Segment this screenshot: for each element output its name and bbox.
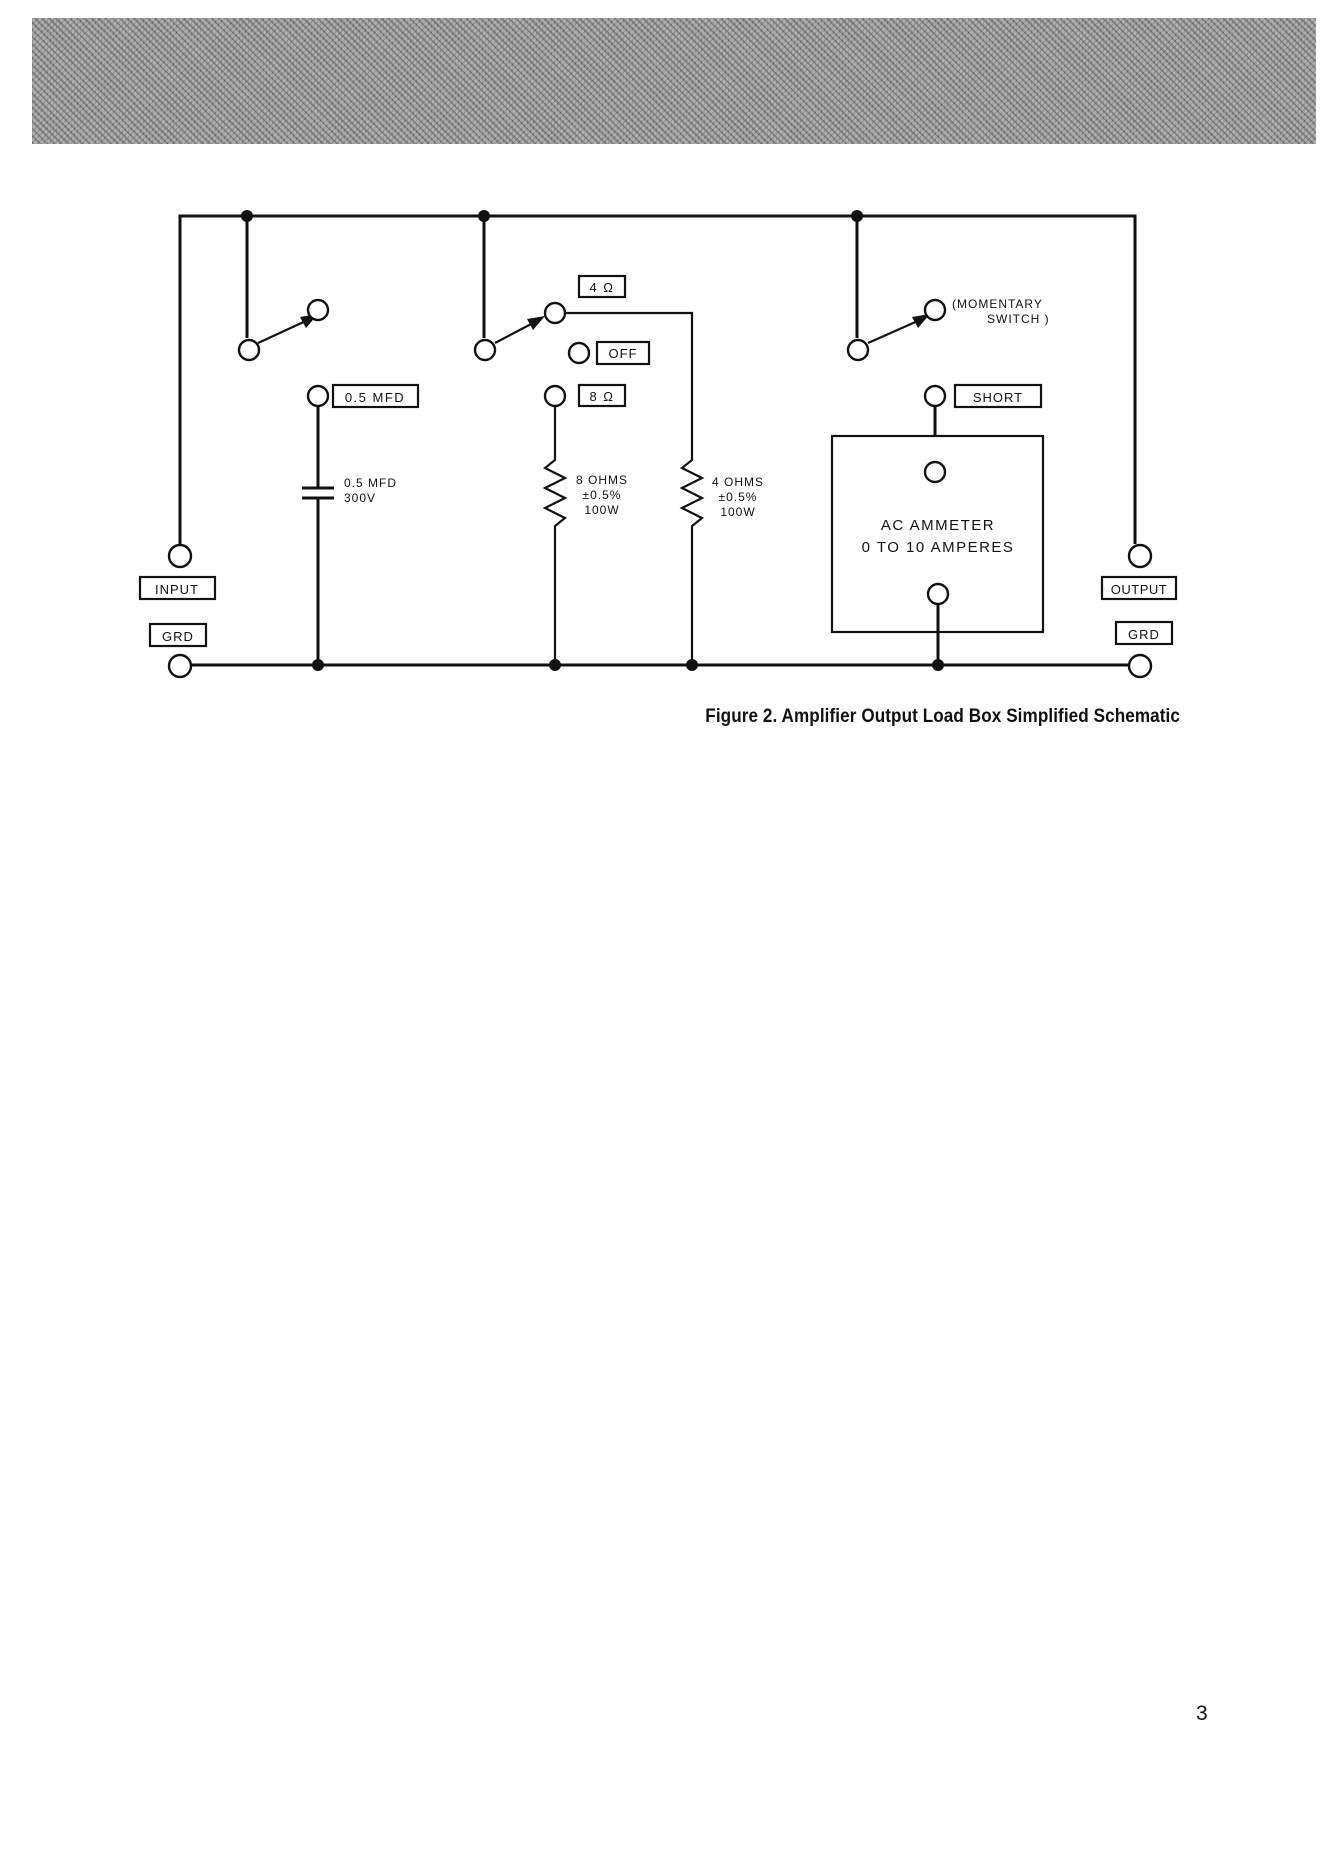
label-momentary-line-2: SWITCH ) [987,312,1050,326]
switch-load-select [473,216,567,362]
label-input: INPUT [155,582,199,597]
label-capacitor-value-2: 300V [344,491,376,505]
label-output: OUTPUT [1111,582,1167,597]
page-number: 3 [1196,1702,1208,1725]
capacitor-branch [302,384,334,665]
label-cap-tap: 0.5 MFD [345,390,405,405]
label-ammeter-line-2: 0 TO 10 AMPERES [862,539,1015,556]
label-4-ohm-tap: 4 Ω [589,280,614,295]
label-8-ohm-tap: 8 Ω [589,389,614,404]
label-short: SHORT [973,390,1023,405]
input-terminal [167,543,193,569]
label-ground-left: GRD [162,629,194,644]
resistor-8-ohm-branch [542,384,568,665]
label-r4-line-2: ±0.5% [719,490,758,504]
label-r4-line-3: 100W [720,505,755,519]
label-momentary-line-1: (MOMENTARY [952,297,1043,311]
ammeter-branch [830,384,1045,665]
header-band [32,18,1316,144]
switch-capacitor [237,216,330,362]
label-r8-line-2: ±0.5% [583,488,622,502]
schematic-diagram: 0.5 MFD 4 Ω OFF 8 Ω SHORT INPUT OUTPUT G… [138,210,1178,679]
label-off-tap: OFF [609,346,638,361]
input-ground-terminal [167,653,193,679]
top-rail-wire [178,214,1137,544]
resistor-4-ohm-branch [565,311,705,665]
label-r8-line-3: 100W [584,503,619,517]
label-r8-line-1: 8 OHMS [576,473,628,487]
label-ground-right: GRD [1128,627,1160,642]
figure-caption: Figure 2. Amplifier Output Load Box Simp… [705,706,1180,727]
label-r4-line-1: 4 OHMS [712,475,764,489]
off-terminal [567,341,591,365]
switch-momentary [846,216,947,362]
output-terminal [1127,543,1153,569]
output-ground-terminal [1127,653,1153,679]
label-capacitor-value-1: 0.5 MFD [344,476,397,490]
label-ammeter-line-1: AC AMMETER [881,517,995,534]
